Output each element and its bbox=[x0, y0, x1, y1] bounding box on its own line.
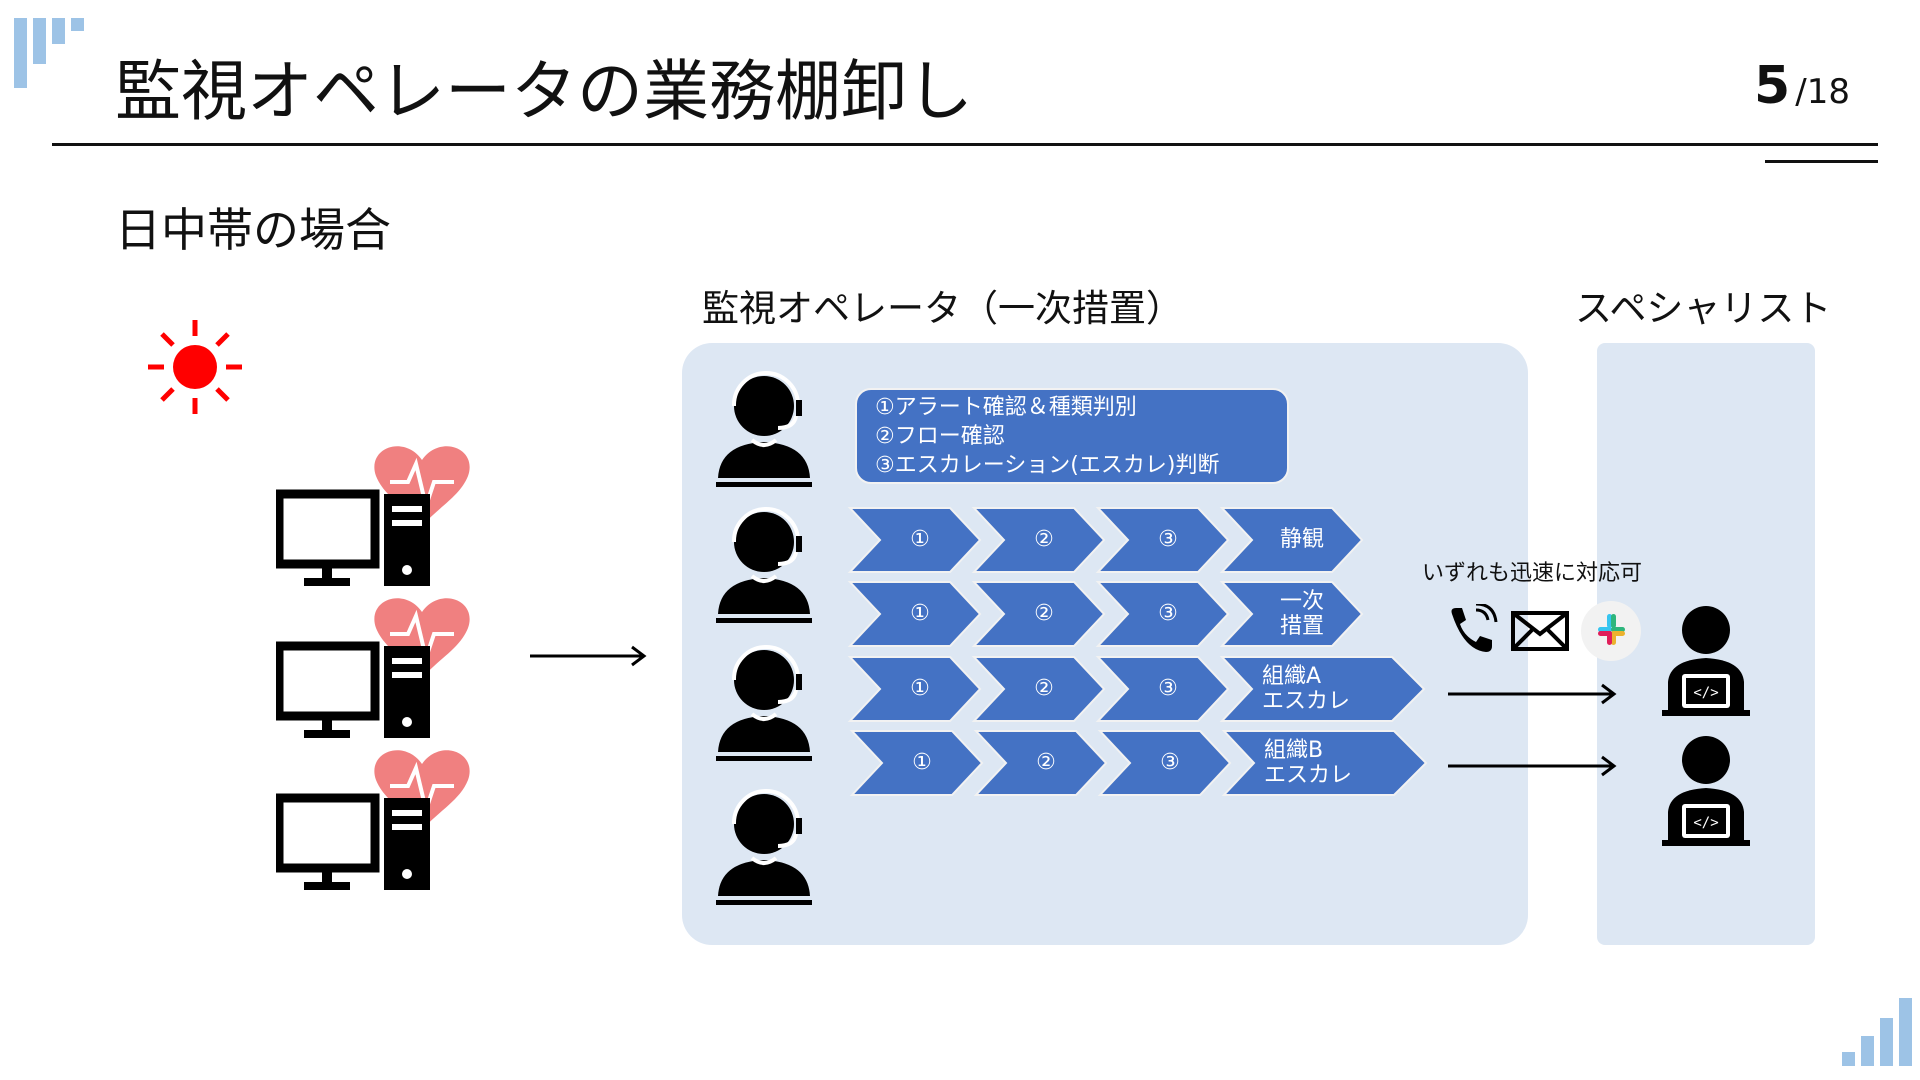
chevron-outcome-label: 静観 bbox=[1279, 527, 1324, 552]
process-chevron-diagram bbox=[847, 507, 1428, 796]
contact-label: いずれも迅速に対応可 bbox=[1422, 561, 1643, 586]
step-description-box: ①アラート確認＆種類判別 ②フロー確認 ③エスカレーション(エスカレ)判断 bbox=[855, 388, 1289, 484]
monitored-computer-icon bbox=[276, 446, 470, 586]
alert-arrow bbox=[530, 645, 647, 667]
chevron-outcome-label: 組織B エスカレ bbox=[1264, 738, 1353, 788]
slide-title: 監視オペレータの業務棚卸し bbox=[115, 53, 973, 130]
title-divider bbox=[52, 143, 1878, 146]
page-current: 5 bbox=[1754, 56, 1791, 116]
operator-headset-icon bbox=[716, 789, 812, 905]
chevron-step-label: ① bbox=[910, 527, 930, 552]
svg-text:</>: </> bbox=[1693, 685, 1718, 701]
svg-text:</>: </> bbox=[1693, 815, 1718, 831]
company-logo-top bbox=[14, 18, 84, 88]
monitored-computer-icon bbox=[276, 750, 470, 890]
slide-subtitle: 日中帯の場合 bbox=[115, 203, 391, 257]
chevron-step-label: ② bbox=[1034, 601, 1054, 626]
escalation-arrow-b bbox=[1448, 755, 1617, 777]
step-item: ③エスカレーション(エスカレ)判断 bbox=[875, 453, 1220, 478]
monitored-computer-icon bbox=[276, 598, 470, 738]
page-divider bbox=[1765, 160, 1878, 163]
specialist-section-label: スペシャリスト bbox=[1575, 287, 1832, 330]
company-logo-bottom bbox=[1842, 998, 1912, 1066]
phone-icon bbox=[1451, 604, 1498, 652]
chevron-outcome-label: 一次 措置 bbox=[1279, 589, 1324, 639]
chevron-step-label: ② bbox=[1034, 676, 1054, 701]
chevron-step-label: ① bbox=[912, 750, 932, 775]
chevron-outcome-label: 組織A エスカレ bbox=[1262, 664, 1351, 714]
sun-icon bbox=[148, 320, 242, 414]
specialist-developer-icon: </> bbox=[1662, 606, 1750, 716]
chevron-step-label: ③ bbox=[1158, 527, 1178, 552]
slack-icon bbox=[1581, 601, 1641, 661]
mail-icon bbox=[1511, 611, 1569, 651]
specialist-developer-icon: </> bbox=[1662, 736, 1750, 846]
chevron-step-label: ① bbox=[910, 601, 930, 626]
operator-headset-icon bbox=[716, 371, 812, 487]
operator-section-label: 監視オペレータ（一次措置） bbox=[702, 287, 1183, 330]
step-item: ②フロー確認 bbox=[875, 424, 1005, 449]
chevron-step-label: ③ bbox=[1160, 750, 1180, 775]
operator-headset-icon bbox=[716, 507, 812, 623]
chevron-step-label: ③ bbox=[1158, 601, 1178, 626]
chevron-step-label: ③ bbox=[1158, 676, 1178, 701]
chevron-step-label: ② bbox=[1034, 527, 1054, 552]
operator-headset-icon bbox=[716, 645, 812, 761]
page-total: /18 bbox=[1795, 72, 1850, 112]
chevron-step-label: ① bbox=[910, 676, 930, 701]
step-item: ①アラート確認＆種類判別 bbox=[875, 395, 1137, 420]
escalation-arrow-a bbox=[1448, 683, 1617, 705]
chevron-step-label: ② bbox=[1036, 750, 1056, 775]
page-number: 5 /18 bbox=[1754, 56, 1850, 116]
